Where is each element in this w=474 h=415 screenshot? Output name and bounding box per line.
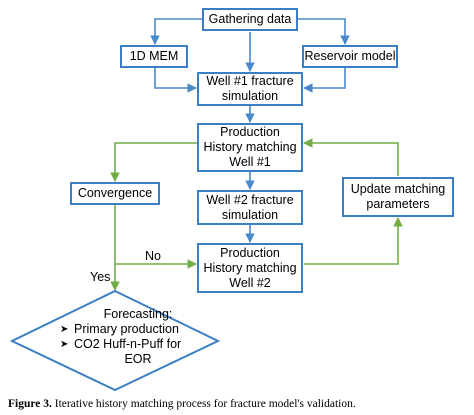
node-update-label-line1: Update matching — [350, 182, 446, 196]
node-convergence: Convergence — [70, 182, 160, 205]
edge-phm2-to-update — [304, 217, 403, 265]
forecasting-item-co2: ➤ CO2 Huff-n-Puff for — [52, 337, 224, 352]
node-well1-label-line2: simulation — [221, 89, 279, 103]
node-production-history-matching-well2: Production History matching Well #2 — [197, 243, 303, 293]
node-phm1-label-line1: Production — [220, 125, 280, 139]
edge-label-yes: Yes — [90, 270, 111, 284]
figure-caption-text: Iterative history matching process for f… — [54, 398, 356, 410]
figure-caption: Figure 3. Iterative history matching pro… — [8, 398, 356, 410]
node-phm2-label-line2: History matching — [203, 260, 297, 275]
node-phm2-label-line3: Well #2 — [229, 275, 271, 290]
node-update-label-line2: parameters — [366, 197, 430, 211]
node-reservoir-model-label: Reservoir model — [304, 49, 396, 63]
node-1d-mem-label: 1D MEM — [129, 49, 179, 63]
node-well2-fracture-simulation: Well #2 fracture simulation — [197, 190, 303, 225]
forecasting-item-co2-continued: EOR — [124, 352, 152, 366]
figure-caption-label: Figure 3. — [8, 398, 52, 410]
forecasting-diamond — [9, 289, 221, 392]
edge-gathering-to-mem — [150, 18, 202, 45]
forecasting-title: Forecasting: — [103, 307, 173, 321]
node-gathering-data: Gathering data — [202, 8, 298, 31]
forecasting-item-primary: ➤ Primary production — [52, 322, 224, 337]
edge-mem-to-well1 — [154, 68, 197, 93]
node-convergence-label: Convergence — [77, 186, 153, 200]
forecasting-item-co2-label: CO2 Huff-n-Puff for — [74, 337, 182, 351]
node-reservoir-model: Reservoir model — [302, 45, 398, 68]
node-gathering-data-label: Gathering data — [208, 12, 292, 26]
edge-label-no: No — [145, 249, 161, 263]
node-phm2-label-line1: Production — [220, 245, 280, 260]
node-production-history-matching-well1: Production History matching Well #1 — [197, 123, 303, 172]
node-well1-label-line1: Well #1 fracture — [206, 74, 294, 88]
arrow-bullet-icon: ➤ — [60, 324, 69, 335]
edge-phm1-to-convergence — [110, 142, 198, 182]
forecasting-item-primary-label: Primary production — [74, 322, 179, 336]
node-1d-mem: 1D MEM — [120, 45, 188, 68]
edge-gathering-to-reservoir — [298, 18, 350, 45]
node-phm1-label-line3: Well #1 — [229, 155, 271, 169]
node-well2-label-line1: Well #2 fracture — [206, 192, 294, 207]
edge-update-to-phm1 — [303, 138, 399, 176]
forecasting-text: Forecasting: ➤ Primary production ➤ CO2 … — [52, 307, 224, 367]
node-well1-fracture-simulation: Well #1 fracture simulation — [197, 72, 303, 106]
edge-reservoir-to-well1 — [303, 68, 346, 93]
arrow-bullet-icon: ➤ — [60, 339, 69, 350]
node-phm1-label-line2: History matching — [203, 140, 297, 154]
node-update-matching-parameters: Update matching parameters — [342, 177, 454, 217]
node-well2-label-line2: simulation — [221, 207, 279, 222]
